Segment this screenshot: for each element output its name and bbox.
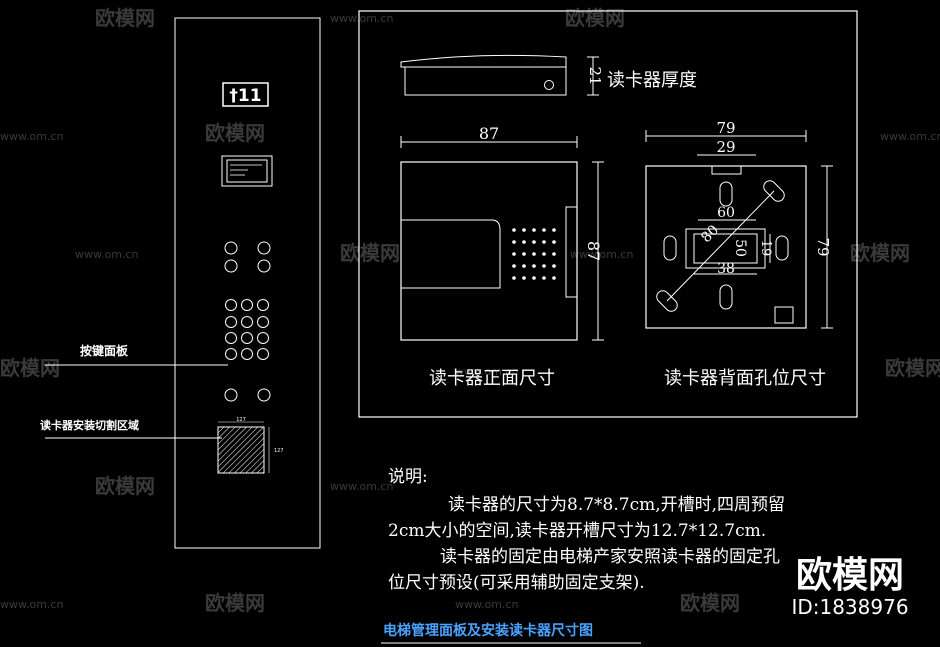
keypad-label: 按键面板 — [80, 343, 129, 358]
keypad-key — [257, 299, 269, 311]
keypad-key — [225, 299, 237, 311]
back-height-dim: 79 — [814, 237, 832, 256]
card-screen — [226, 159, 268, 183]
alarm-button — [224, 259, 238, 273]
keypad-key — [225, 348, 237, 360]
back-hole-60-dim: 60 — [717, 205, 735, 221]
notes-line-4: 位尺寸预设(可采用辅助固定支架). — [388, 573, 645, 593]
back-hole-38-dim: 38 — [717, 261, 735, 277]
watermark-layer: 欧模网 www.om.cn 欧模网 www.om.cn 欧模网 www.om.c… — [0, 6, 940, 615]
watermark-url: www.om.cn — [330, 12, 393, 25]
back-hole-50-dim: 50 — [732, 239, 748, 257]
keypad-key — [241, 332, 253, 344]
back-top-slot-dim: 29 — [716, 138, 735, 156]
drawing-title: 电梯管理面板及安装读卡器尺寸图 — [383, 622, 593, 639]
elevator-panel: †11 — [45, 17, 321, 549]
notes-line-1: 读卡器的尺寸为8.7*8.7cm,开槽时,四周预留 — [448, 495, 785, 515]
back-center-frame-outer — [685, 228, 766, 269]
reader-side-hole — [544, 80, 554, 90]
card-screen-frame — [221, 155, 273, 187]
keypad-key — [225, 332, 237, 344]
back-center-frame-inner — [693, 233, 758, 264]
keypad-key — [241, 348, 253, 360]
watermark-brand: 欧模网 — [205, 121, 265, 145]
back-hole-19-dim: 19 — [758, 240, 773, 257]
watermark-brand: 欧模网 — [0, 356, 60, 380]
watermark-brand: 欧模网 — [340, 241, 400, 265]
watermark-url: www.om.cn — [0, 130, 63, 143]
back-corner-slot — [774, 306, 794, 324]
door-open-button — [224, 241, 238, 255]
keypad-key — [225, 316, 237, 328]
keypad — [225, 299, 269, 360]
notes-line-2: 2cm大小的空间,读卡器开槽尺寸为12.7*12.7cm. — [388, 521, 766, 541]
front-width-dim: 87 — [479, 124, 499, 143]
reader-side-view — [404, 66, 567, 96]
door-close-button — [257, 241, 271, 255]
mount-slot-left — [663, 235, 677, 261]
thickness-dim: 21 — [586, 66, 604, 85]
keypad-key — [241, 316, 253, 328]
watermark-brand: 欧模网 — [95, 6, 155, 30]
watermark-url: www.om.cn — [0, 598, 63, 611]
reader-detail-frame — [358, 10, 858, 418]
back-width-dim: 79 — [716, 119, 735, 137]
reader-front-view — [400, 161, 578, 341]
back-label: 读卡器背面孔位尺寸 — [664, 368, 826, 389]
watermark-brand: 欧模网 — [885, 356, 940, 380]
reader-front-card-zone — [401, 219, 501, 289]
notes-heading: 说明: — [388, 467, 428, 487]
cut-dim-w: 127 — [236, 417, 246, 423]
mount-slot-bottom — [719, 284, 733, 310]
watermark-brand: 欧模网 — [680, 591, 740, 615]
reader-cut-area — [217, 426, 265, 474]
bottom-right-button — [257, 388, 271, 402]
back-top-slot — [711, 165, 742, 175]
keypad-key — [257, 332, 269, 344]
watermark-url: www.om.cn — [75, 248, 138, 261]
reader-front-side-tab — [565, 206, 578, 298]
call-button — [257, 259, 271, 273]
watermark-url: www.om.cn — [455, 598, 518, 611]
panel-outline — [174, 17, 321, 549]
watermark-brand: 欧模网 — [95, 474, 155, 498]
watermark-brand: 欧模网 — [850, 241, 910, 265]
diag-dim-line — [666, 190, 775, 302]
cut-dim-h: 127 — [274, 448, 284, 454]
watermark-url: www.om.cn — [455, 365, 518, 378]
front-label: 读卡器正面尺寸 — [429, 368, 555, 389]
watermark-brand: 欧模网 — [565, 6, 625, 30]
back-diag-80-dim: 80 — [698, 222, 722, 246]
watermark-url: www.om.cn — [880, 130, 940, 143]
brand-logo: 欧模网 — [796, 555, 904, 596]
detail-frame — [358, 10, 858, 418]
mount-slot-top — [719, 181, 733, 207]
notes-line-3: 读卡器的固定由电梯产家安照读卡器的固定孔 — [440, 547, 780, 567]
watermark-url: www.om.cn — [330, 480, 393, 493]
bottom-left-button — [224, 388, 238, 402]
keypad-key — [257, 316, 269, 328]
brand-id: ID:1838976 — [791, 595, 908, 619]
watermark-brand: 欧模网 — [205, 591, 265, 615]
floor-display-label: †11 — [229, 86, 261, 106]
watermark-url: www.om.cn — [570, 248, 633, 261]
keypad-key — [257, 348, 269, 360]
cut-area-label: 读卡器安装切割区域 — [40, 418, 139, 432]
reader-top-curve — [400, 54, 567, 68]
keypad-key — [241, 299, 253, 311]
speaker-grid — [512, 228, 556, 280]
front-height-dim: 87 — [584, 241, 603, 261]
floor-display — [222, 82, 269, 107]
mount-slot-right — [775, 235, 789, 261]
thickness-label: 读卡器厚度 — [607, 70, 697, 91]
